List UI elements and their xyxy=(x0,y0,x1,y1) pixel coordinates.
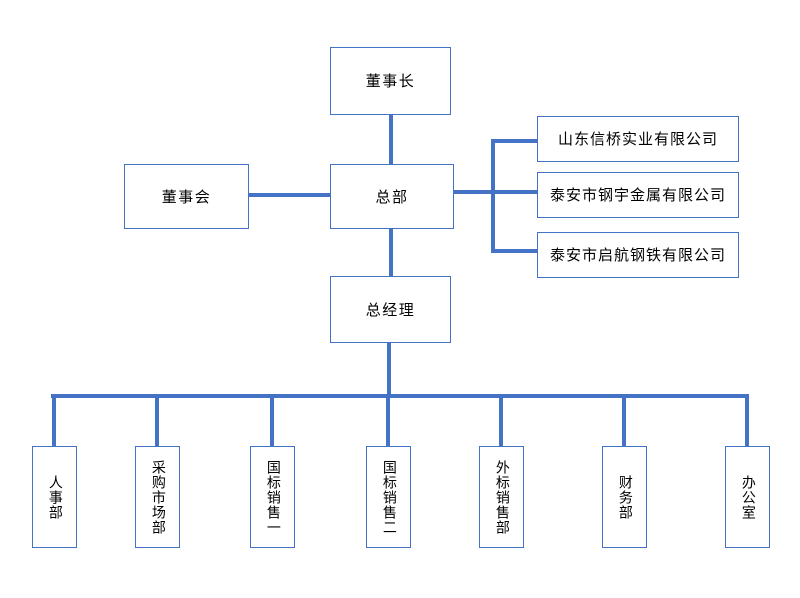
node-dept-export-sales: 外标销售部 xyxy=(479,446,524,548)
connector-drop-procurement-market-department xyxy=(155,394,159,446)
node-chairman: 董事长 xyxy=(330,47,451,115)
connector-general-manager-bus xyxy=(387,343,391,396)
node-subsidiary-taian-qihang: 泰安市启航钢铁有限公司 xyxy=(537,232,739,278)
node-subsidiary-shandong-xinqiao: 山东信桥实业有限公司 xyxy=(537,116,739,162)
node-label: 人事部 xyxy=(46,474,63,520)
connector-drop-gb-sales-1 xyxy=(270,394,274,446)
node-label: 泰安市钢宇金属有限公司 xyxy=(549,186,726,204)
connector-headquarters-general-manager xyxy=(389,229,393,276)
node-label: 总部 xyxy=(375,187,409,206)
node-dept-hr: 人事部 xyxy=(32,446,77,548)
node-label: 总经理 xyxy=(365,300,416,319)
node-general-manager: 总经理 xyxy=(330,276,451,343)
node-dept-procurement-market: 采购市场部 xyxy=(135,446,180,548)
node-label: 外标销售部 xyxy=(493,459,510,535)
connector-board-headquarters xyxy=(249,193,330,197)
connector-drop-office xyxy=(745,394,749,446)
node-label: 国标销售一 xyxy=(264,459,281,535)
connector-drop-hr-department xyxy=(52,394,56,446)
connector-chairman-headquarters xyxy=(389,115,393,164)
node-label: 国标销售二 xyxy=(380,459,397,535)
node-dept-gb-sales-2: 国标销售二 xyxy=(366,446,411,548)
node-dept-finance: 财务部 xyxy=(602,446,647,548)
node-label: 采购市场部 xyxy=(149,459,166,535)
node-label: 山东信桥实业有限公司 xyxy=(557,130,718,148)
connector-drop-export-sales-department xyxy=(499,394,503,446)
node-label: 董事会 xyxy=(161,187,212,206)
node-label: 董事长 xyxy=(365,72,416,90)
node-dept-office: 办公室 xyxy=(725,446,770,548)
connector-drop-gb-sales-2 xyxy=(386,394,390,446)
connector-bracket-subsidiary-3 xyxy=(491,249,537,253)
connector-drop-finance-department xyxy=(622,394,626,446)
connector-subsidiary-bracket xyxy=(491,139,495,253)
node-board: 董事会 xyxy=(124,164,249,229)
connector-bracket-subsidiary-1 xyxy=(491,139,537,143)
node-dept-gb-sales-1: 国标销售一 xyxy=(250,446,295,548)
node-label: 财务部 xyxy=(616,474,633,520)
node-subsidiary-taian-gangyu: 泰安市钢宇金属有限公司 xyxy=(537,172,739,218)
node-headquarters: 总部 xyxy=(330,164,454,229)
connector-headquarters-subsidiary-2 xyxy=(454,190,537,194)
node-label: 泰安市启航钢铁有限公司 xyxy=(549,246,726,264)
connector-department-bus xyxy=(51,394,749,398)
node-label: 办公室 xyxy=(739,474,756,520)
